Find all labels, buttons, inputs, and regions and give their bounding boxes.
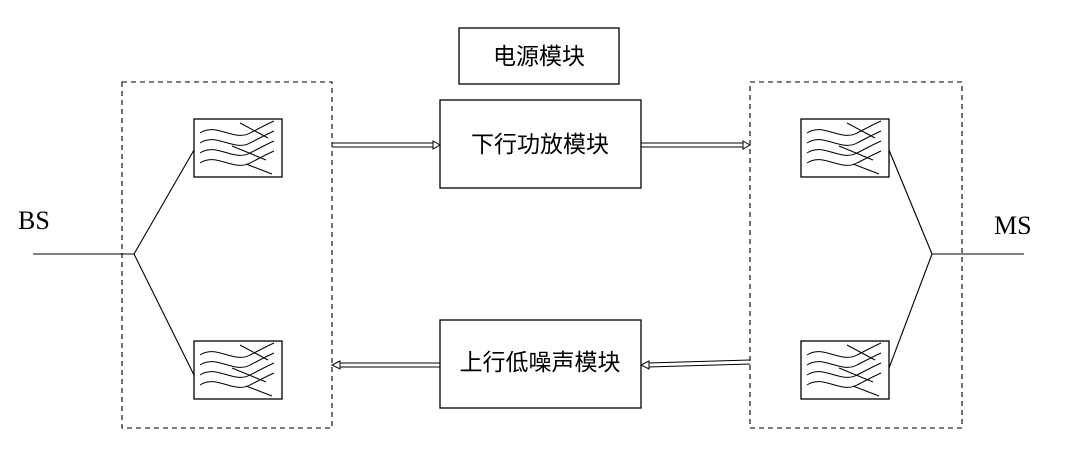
double-arrow-icon [641, 140, 752, 150]
uplink-module-label: 上行低噪声模块 [460, 350, 621, 376]
bs-label: BS [18, 206, 50, 235]
left-upper-filter [193, 118, 283, 178]
downlink-module-label: 下行功放模块 [471, 132, 609, 158]
power-module-label: 电源模块 [493, 44, 585, 70]
right-upper-filter [800, 118, 890, 178]
left-lower-filter [193, 340, 283, 400]
double-arrow-icon [639, 359, 751, 370]
ms-wiring [888, 149, 1024, 369]
double-arrow-icon [330, 360, 440, 370]
power-module: 电源模块 [458, 27, 620, 85]
right-lower-filter [800, 340, 890, 400]
ms-label: MS [994, 211, 1032, 240]
downlink-amplifier-module: 下行功放模块 [439, 99, 642, 189]
left-duplexer-enclosure [121, 81, 333, 429]
uplink-lna-module: 上行低噪声模块 [439, 319, 642, 409]
bs-wiring [33, 149, 195, 376]
double-arrow-icon [332, 140, 442, 150]
